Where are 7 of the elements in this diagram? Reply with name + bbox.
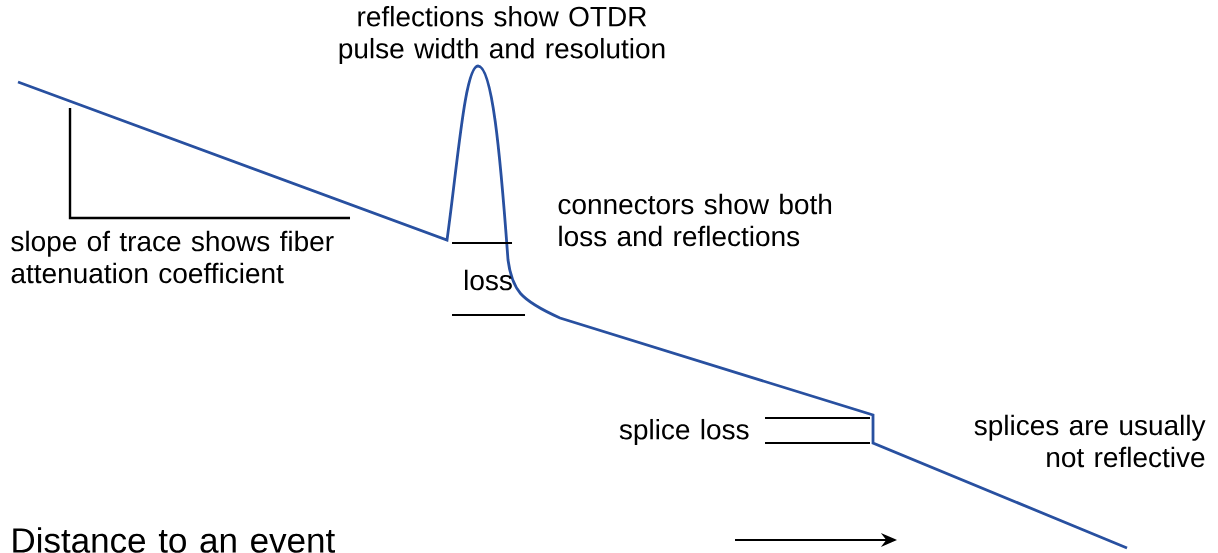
axis-label: Distance to an event	[13, 527, 335, 553]
annotation-text: reflections show OTDR pulse width and resolution	[339, 5, 665, 65]
annotation-text: splices are usually not reflective	[974, 414, 1206, 468]
annotation-text: connectors show both loss and reflections	[558, 193, 832, 247]
annotation-text: slope of trace shows fiber attenuation coefficient	[11, 230, 334, 284]
loss-label: loss	[465, 269, 512, 291]
splice-loss-label: splice loss	[619, 418, 749, 446]
